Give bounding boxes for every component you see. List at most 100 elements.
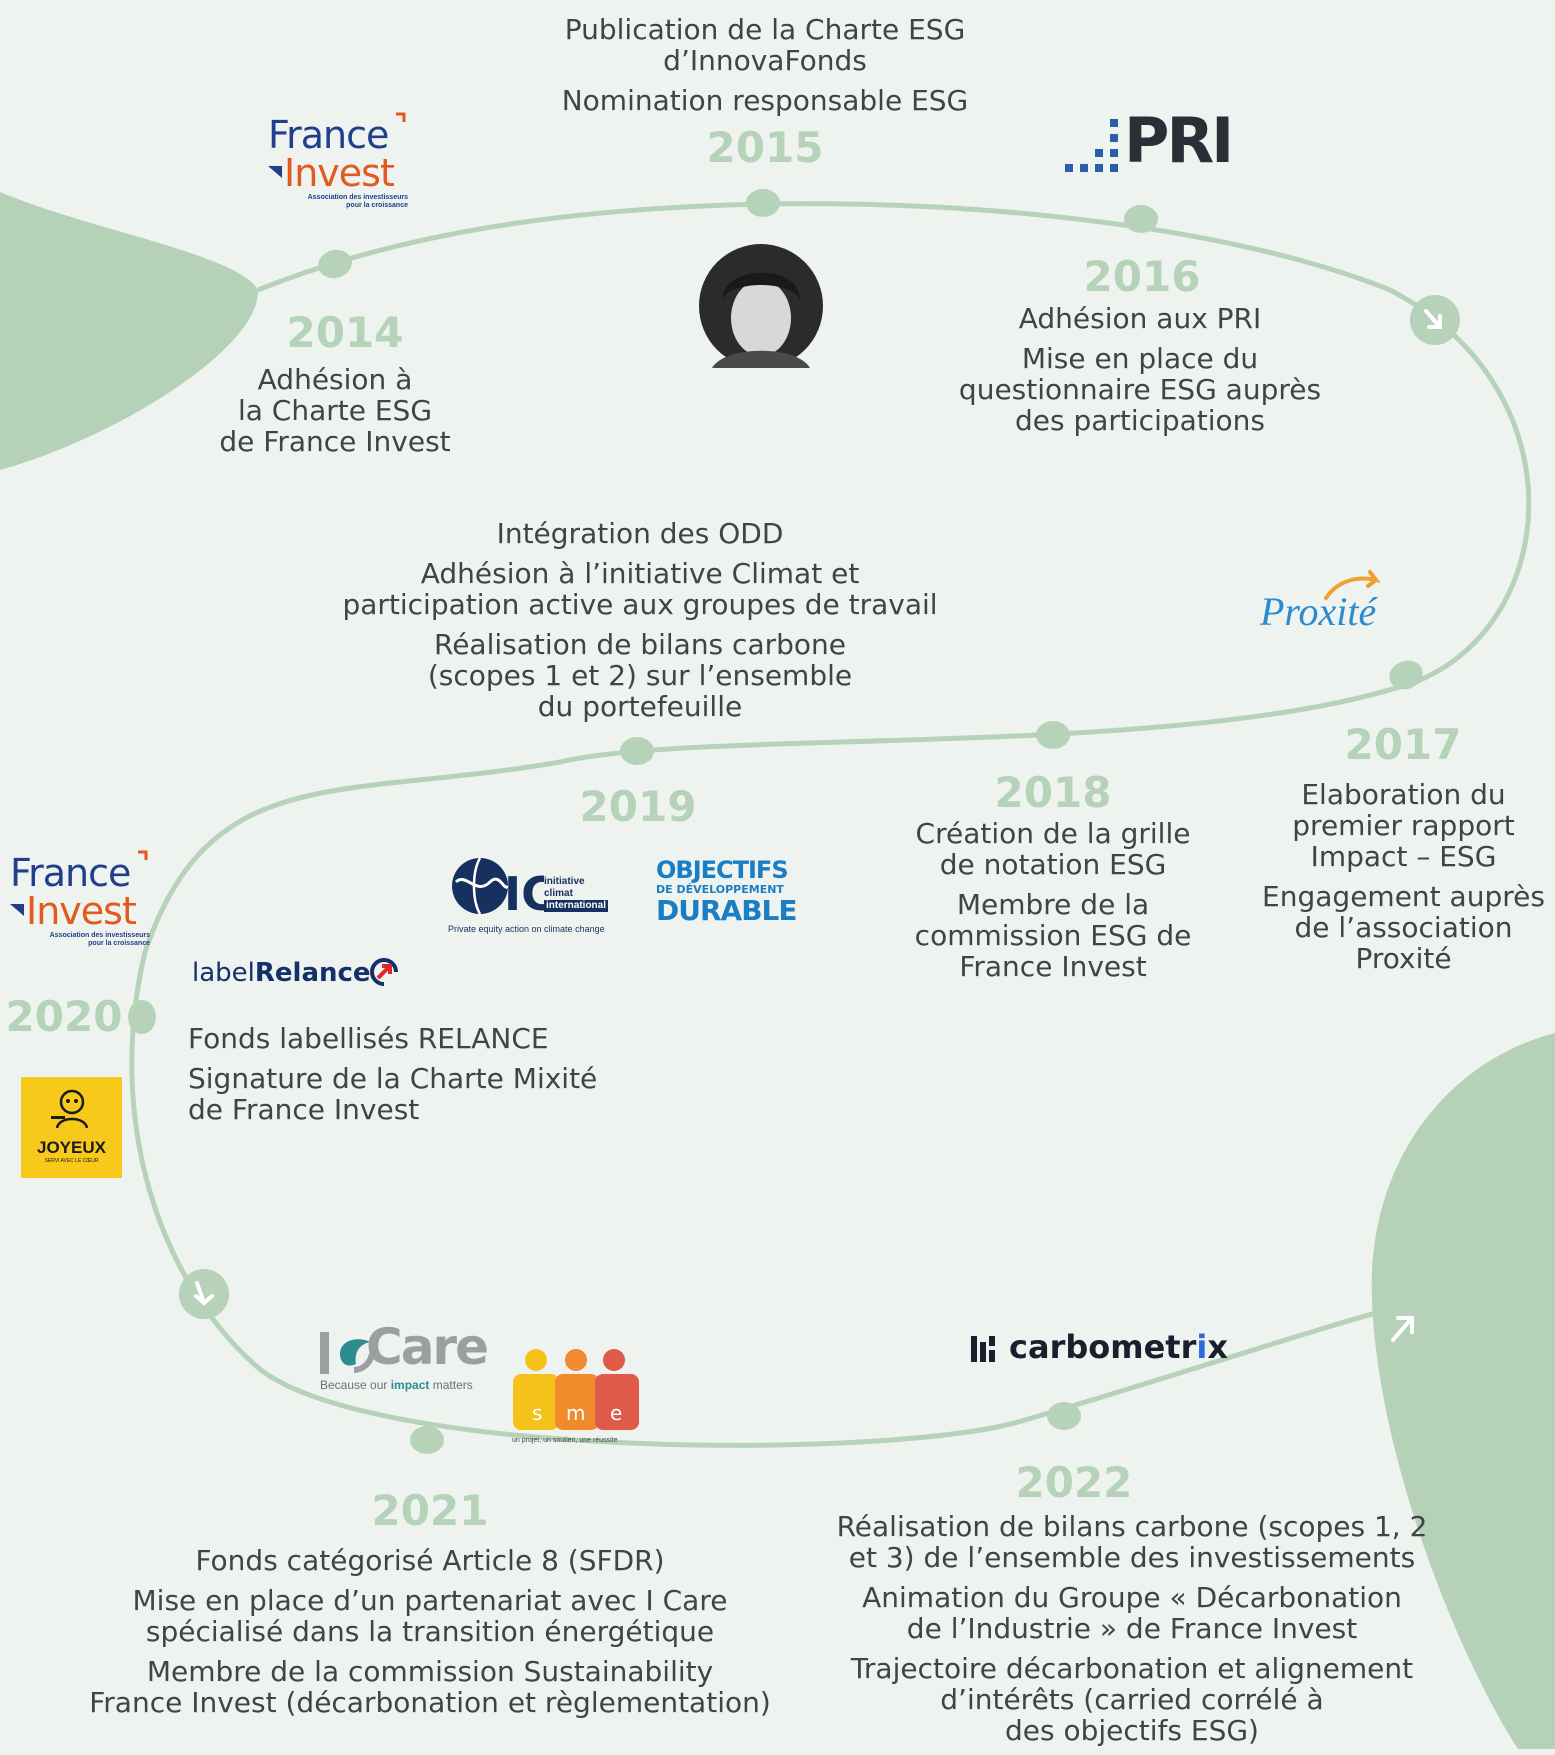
france-invest-invest-text: Invest: [284, 151, 395, 195]
ici-line3: international: [544, 900, 609, 912]
odd-logo: OBJECTIFS DE DÉVELOPPEMENT DURABLE: [656, 856, 798, 938]
event-text: Fonds catégorisé Article 8 (SFDR): [195, 1544, 665, 1577]
year-2022: 2022: [1015, 1458, 1133, 1507]
event-text: Elaboration du premier rapport Impact – …: [1292, 778, 1515, 873]
label-relance-relance: Relance: [254, 958, 371, 988]
icare-logo: Care Because our impact matters: [320, 1322, 500, 1396]
events-2021: Fonds catégorisé Article 8 (SFDR) Mise e…: [80, 1545, 780, 1727]
event-text: Adhésion aux PRI: [1018, 302, 1262, 335]
odd-line2: DE DÉVELOPPEMENT: [656, 883, 784, 896]
event-text: Engagement auprès de l’association Proxi…: [1262, 880, 1545, 975]
year-2020: 2020: [5, 992, 123, 1041]
event-text: Réalisation de bilans carbone (scopes 1,…: [836, 1510, 1428, 1574]
flag-triangle-icon: [268, 166, 282, 178]
carbometrix-text: carbometrix: [1009, 1328, 1228, 1366]
arrow-node-top-right: [1410, 295, 1460, 345]
year-2016: 2016: [1083, 252, 1201, 301]
event-text: Signature de la Charte Mixité de France …: [188, 1062, 598, 1126]
odd-line3: DURABLE: [656, 894, 798, 927]
carbometrix-part4: x: [1207, 1328, 1228, 1366]
timeline-path: [129, 201, 1532, 1448]
proxite-arrow-icon: [1324, 570, 1381, 600]
node-2019: [620, 737, 654, 765]
events-2015: Publication de la Charte ESG d’InnovaFon…: [540, 14, 990, 125]
joyeux-name: JOYEUX: [37, 1138, 106, 1157]
france-invest-invest: Invest: [268, 154, 408, 192]
pri-logo: PRI: [1065, 104, 1235, 177]
france-invest-invest-text: Invest: [26, 889, 137, 933]
joyeux-tagline: SERVI AVEC LE CŒUR: [44, 1158, 99, 1164]
france-invest-tagline: Association des investisseurs pour la cr…: [307, 194, 408, 209]
flag-triangle-icon: [10, 904, 24, 916]
proxite-logo: Proxité: [1258, 566, 1408, 636]
events-2020: Fonds labellisés RELANCE Signature de la…: [188, 1023, 648, 1134]
year-2019: 2019: [579, 782, 697, 831]
node-2017: [1389, 660, 1423, 690]
node-2022: [1047, 1402, 1081, 1430]
year-2015: 2015: [706, 123, 824, 172]
carbometrix-part3: i: [1196, 1328, 1208, 1366]
icare-leaf-icon: [340, 1339, 375, 1373]
event-text: Adhésion à l’initiative Climat et partic…: [342, 557, 938, 621]
france-invest-tagline: Association des investisseurs pour la cr…: [49, 932, 150, 947]
label-relance-logo: labelRelance: [192, 958, 412, 1002]
icare-tag-prefix: Because our: [320, 1378, 391, 1392]
france-invest-invest: Invest: [10, 892, 150, 930]
ici-globe-icon: IC: [452, 857, 544, 921]
event-text: Publication de la Charte ESG d’InnovaFon…: [564, 13, 966, 77]
event-text: Intégration des ODD: [496, 517, 784, 550]
proxite-text: Proxité: [1260, 589, 1377, 634]
year-2017: 2017: [1344, 720, 1462, 769]
event-text: Membre de la commission Sustainability F…: [89, 1655, 771, 1719]
ici-line1: initiative: [544, 876, 585, 887]
events-2018: Création de la grille de notation ESG Me…: [903, 818, 1203, 991]
corner-mark-icon: [138, 850, 148, 860]
relance-arrow-icon: [370, 958, 398, 986]
joyeux-waiter-icon: [50, 1089, 88, 1129]
event-text: Mise en place du questionnaire ESG auprè…: [958, 342, 1322, 437]
node-2021: [410, 1426, 444, 1454]
event-text: Membre de la commission ESG de France In…: [914, 888, 1192, 983]
events-2016: Adhésion aux PRI Mise en place du questi…: [940, 303, 1340, 445]
events-2017: Elaboration du premier rapport Impact – …: [1262, 779, 1545, 983]
event-text: Création de la grille de notation ESG: [915, 817, 1191, 881]
right-blob: [1371, 1033, 1555, 1749]
icare-tagline: Because our impact matters: [320, 1378, 473, 1392]
joyeux-logo: JOYEUX SERVI AVEC LE CŒUR: [21, 1077, 122, 1178]
node-2015: [746, 189, 780, 217]
icare-name: Care: [366, 1318, 489, 1376]
ici-line2: climat: [544, 888, 573, 899]
event-text: Adhésion à la Charte ESG de France Inves…: [219, 363, 451, 458]
node-2020: [128, 1000, 156, 1034]
carbometrix-logo: carbometrix: [971, 1328, 1231, 1374]
sme-letter: m: [566, 1401, 585, 1425]
sme-logo: s m e un projet, un soutien, une réussit…: [512, 1348, 642, 1444]
corner-mark-icon: [396, 112, 406, 122]
sme-letter: e: [610, 1401, 622, 1425]
events-2019: Intégration des ODD Adhésion à l’initiat…: [340, 518, 940, 731]
icare-tag-suffix: matters: [429, 1378, 473, 1392]
initiative-climat-logo: IC initiative climat international Priva…: [448, 852, 624, 936]
portrait-photo: [699, 244, 823, 368]
france-invest-logo-left: France Invest Association des investisse…: [10, 850, 150, 948]
odd-line1: OBJECTIFS: [656, 856, 789, 884]
node-2016: [1124, 205, 1158, 233]
sme-puzzle-icon: s m e: [513, 1349, 639, 1430]
france-invest-logo-top: France Invest Association des investisse…: [268, 112, 408, 210]
year-2021: 2021: [371, 1486, 489, 1535]
france-invest-france: France: [268, 113, 389, 157]
france-invest-france: France: [10, 851, 131, 895]
label-relance-label: label: [192, 958, 255, 988]
sme-letter: s: [532, 1401, 542, 1425]
event-text: Fonds labellisés RELANCE: [188, 1022, 549, 1055]
year-2018: 2018: [994, 768, 1112, 817]
arrow-end-right: [1391, 1316, 1414, 1342]
pri-text: PRI: [1124, 104, 1234, 177]
carbometrix-part1: ca: [1009, 1328, 1050, 1366]
event-text: Nomination responsable ESG: [561, 84, 969, 117]
pri-dots-icon: [1065, 119, 1118, 172]
ici-tagline: Private equity action on climate change: [448, 924, 605, 934]
arrow-node-bottom-left: [179, 1269, 229, 1319]
sme-tagline: un projet, un soutien, une réussite: [512, 1437, 618, 1444]
